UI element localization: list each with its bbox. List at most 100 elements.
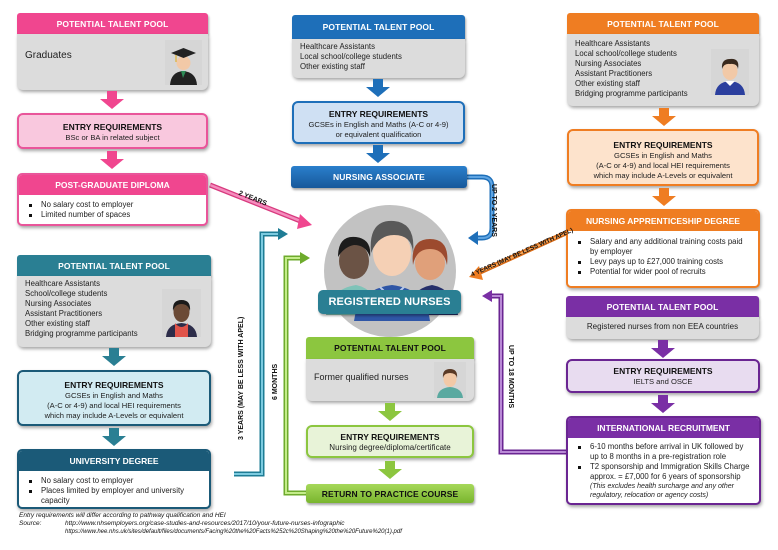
connector-university (234, 228, 288, 477)
apprenticeship-outcome-title: NURSING APPRENTICESHIP DEGREE (568, 211, 758, 231)
footer-source-label: Source: (19, 520, 42, 527)
registered-nurses-label: REGISTERED NURSES (318, 290, 461, 314)
apprenticeship-pool-item: Other existing staff (575, 79, 640, 89)
graduate-outcome-bullet: Limited number of spaces (27, 210, 198, 220)
apprenticeship-avatar-icon (711, 49, 749, 95)
arrow-down-icon (102, 348, 126, 366)
apprenticeship-entry-text: GCSEs in English and Maths (614, 151, 712, 160)
associate-pool-body: Healthcare Assistants Local school/colle… (292, 39, 465, 78)
university-pool-item: Bridging programme participants (25, 329, 138, 339)
apprenticeship-entry-title: ENTRY REQUIREMENTS (613, 140, 713, 150)
apprenticeship-pool-item: Healthcare Assistants (575, 39, 650, 48)
return-entry-text: Nursing degree/diploma/certificate (329, 443, 451, 452)
graduate-avatar-icon (165, 40, 202, 85)
arrow-down-icon (100, 151, 124, 169)
university-pool-item: School/college students (25, 289, 108, 299)
graduate-entry-requirements: ENTRY REQUIREMENTS BSc or BA in related … (17, 113, 208, 149)
graduate-entry-title: ENTRY REQUIREMENTS (62, 122, 163, 132)
return-outcome-title: RETURN TO PRACTICE COURSE (306, 484, 474, 503)
associate-entry-text: GCSEs in English and Maths (A-C or 4-9) (308, 120, 449, 129)
arrow-down-icon (378, 403, 402, 421)
associate-outcome-title: NURSING ASSOCIATE (291, 166, 467, 188)
associate-entry-text: or equivalent qualification (335, 130, 422, 139)
university-pool-item: Other existing staff (25, 319, 90, 329)
university-entry-text: which may include A-Levels or equivalent (44, 411, 184, 420)
footer-notes: Entry requirements will differ according… (19, 512, 579, 536)
arrow-down-icon (366, 79, 390, 97)
international-outcome-box: INTERNATIONAL RECRUITMENT 6-10 months be… (566, 416, 761, 505)
international-outcome-note: (This excludes health surcharge and any … (590, 483, 734, 499)
graduate-outcome-box: POST-GRADUATE DIPLOMA No salary cost to … (17, 173, 208, 226)
apprenticeship-outcome-bullet: Levy pays up to £27,000 training costs (576, 257, 750, 267)
university-pool-item: Assistant Practitioners (25, 309, 103, 319)
apprenticeship-pool-item: Assistant Practitioners (575, 69, 653, 79)
university-pool-item: Nursing Associates (25, 299, 92, 309)
arrow-down-icon (651, 395, 675, 413)
university-outcome-bullet: No salary cost to employer (27, 476, 201, 486)
apprenticeship-pool-header: POTENTIAL TALENT POOL (567, 13, 759, 34)
registered-nurses-illustration (316, 197, 464, 345)
associate-pool-item: Other existing staff (300, 62, 365, 71)
international-outcome-bullet: T2 sponsorship and Immigration Skills Ch… (576, 462, 751, 500)
graduate-entry-text: BSc or BA in related subject (65, 133, 160, 142)
graduate-pool-header: POTENTIAL TALENT POOL (17, 13, 208, 34)
footer-note: Entry requirements will differ according… (19, 512, 226, 519)
associate-entry-title: ENTRY REQUIREMENTS (328, 109, 429, 119)
connector-apprenticeship (469, 229, 570, 280)
graduate-pool-item: Graduates (25, 50, 72, 61)
university-outcome-title: UNIVERSITY DEGREE (19, 451, 209, 471)
apprenticeship-entry-requirements: ENTRY REQUIREMENTS GCSEs in English and … (567, 129, 759, 186)
graduate-outcome-bullet: No salary cost to employer (27, 200, 198, 210)
university-pool-header: POTENTIAL TALENT POOL (17, 255, 211, 276)
arrow-down-icon (652, 188, 676, 206)
university-entry-text: (A-C or 4-9) and local HEI requirements (47, 401, 181, 410)
university-duration-label: 3 YEARS (MAY BE LESS WITH APEL) (238, 316, 245, 440)
university-entry-title: ENTRY REQUIREMENTS (64, 380, 164, 390)
associate-entry-requirements: ENTRY REQUIREMENTS GCSEs in English and … (292, 101, 465, 144)
arrow-down-icon (651, 340, 675, 358)
international-outcome-title: INTERNATIONAL RECRUITMENT (568, 418, 759, 438)
apprenticeship-entry-text: (A-C or 4-9) and local HEI requirements (596, 161, 730, 170)
footer-source-link[interactable]: http://www.nhsemployers.org/case-studies… (65, 520, 345, 527)
apprenticeship-pool-item: Local school/college students (575, 49, 677, 59)
return-pool-item: Former qualified nurses (314, 372, 409, 382)
apprenticeship-entry-text: which may include A-Levels or equivalent (593, 171, 733, 180)
international-entry-title: ENTRY REQUIREMENTS (613, 366, 713, 376)
associate-pool-item: Local school/college students (300, 52, 402, 61)
arrow-down-icon (102, 428, 126, 446)
apprenticeship-outcome-bullet: Potential for wider pool of recruits (576, 267, 750, 277)
connector-return (283, 252, 310, 496)
international-pool-item: Registered nurses from non EEA countries (586, 322, 739, 331)
return-avatar-icon (434, 362, 466, 398)
return-entry-requirements: ENTRY REQUIREMENTS Nursing degree/diplom… (306, 425, 474, 458)
arrow-down-icon (652, 108, 676, 126)
connector-associate (460, 174, 495, 245)
university-avatar-icon (162, 289, 201, 337)
associate-pool-header: POTENTIAL TALENT POOL (292, 15, 465, 39)
return-entry-title: ENTRY REQUIREMENTS (340, 432, 440, 442)
return-pool-header: POTENTIAL TALENT POOL (306, 337, 474, 359)
international-outcome-bullet: 6-10 months before arrival in UK followe… (576, 442, 751, 462)
arrow-down-icon (366, 145, 390, 163)
international-pool-body: Registered nurses from non EEA countries (566, 317, 759, 339)
university-outcome-bullet: Places limited by employer and universit… (27, 486, 201, 506)
associate-pool-item: Healthcare Assistants (300, 42, 375, 51)
associate-duration-label: UP TO 2 YEARS (490, 184, 497, 237)
apprenticeship-pool-item: Nursing Associates (575, 59, 642, 69)
arrow-down-icon (378, 461, 402, 479)
graduate-outcome-title: POST-GRADUATE DIPLOMA (19, 175, 206, 195)
international-duration-label: UP TO 18 MONTHS (507, 345, 514, 409)
apprenticeship-pool-item: Bridging programme participants (575, 89, 688, 99)
apprenticeship-outcome-box: NURSING APPRENTICESHIP DEGREE Salary and… (566, 209, 760, 288)
footer-source-link[interactable]: https://www.hee.nhs.uk/sites/default/fil… (65, 529, 402, 535)
university-entry-text: GCSEs in English and Maths (65, 391, 163, 400)
international-entry-text: IELTS and OSCE (633, 377, 693, 386)
international-pool-header: POTENTIAL TALENT POOL (566, 296, 759, 317)
university-pool-item: Healthcare Assistants (25, 279, 100, 288)
connector-graduate (209, 182, 312, 229)
university-outcome-box: UNIVERSITY DEGREE No salary cost to empl… (17, 449, 211, 509)
apprenticeship-outcome-bullet: Salary and any additional training costs… (576, 237, 750, 257)
connector-international (482, 290, 566, 455)
arrow-down-icon (100, 91, 124, 109)
